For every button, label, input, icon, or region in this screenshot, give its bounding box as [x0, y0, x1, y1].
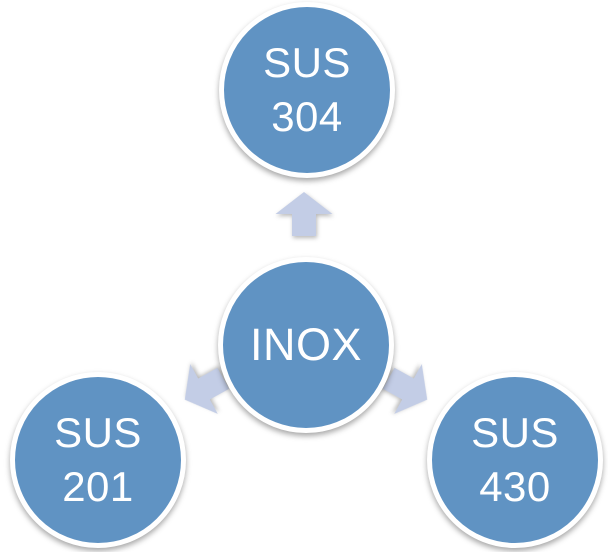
node-label: INOX	[249, 319, 363, 371]
node-sus-304: SUS 304	[219, 2, 395, 178]
node-label-line: SUS	[54, 409, 142, 457]
node-sus-201: SUS 201	[10, 372, 186, 548]
node-label-line: 304	[271, 93, 343, 140]
node-label-line: 430	[479, 463, 551, 510]
arrow-up-icon	[275, 192, 333, 236]
node-label: SUS 304	[263, 36, 351, 144]
node-label-line: SUS	[263, 39, 351, 87]
node-label: SUS 430	[471, 406, 559, 514]
node-label-line: 201	[62, 463, 134, 510]
node-inox: INOX	[218, 257, 394, 433]
node-label: SUS 201	[54, 406, 142, 514]
node-label-line: SUS	[471, 409, 559, 457]
node-sus-430: SUS 430	[427, 372, 603, 548]
